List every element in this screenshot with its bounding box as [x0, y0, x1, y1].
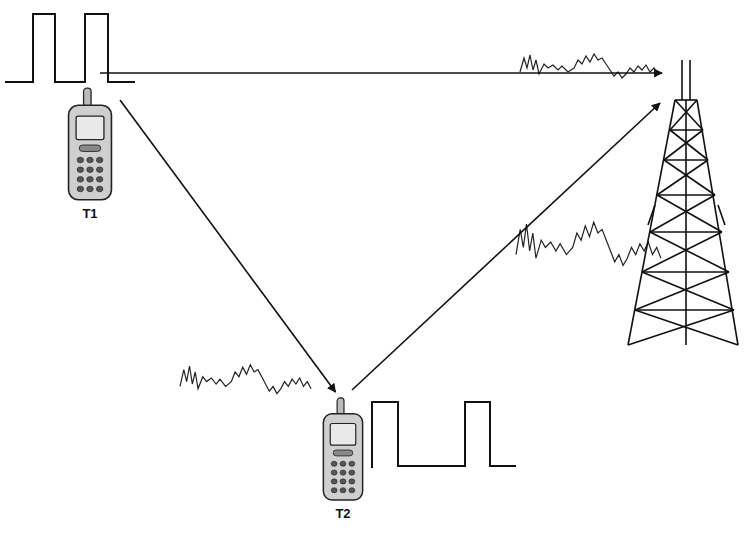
phone-node: T1	[62, 86, 118, 221]
phone-icon	[62, 86, 118, 204]
phone-icon	[318, 396, 368, 504]
relay-arrow	[352, 103, 660, 390]
terminal-label: T2	[333, 507, 352, 521]
uplink-arrow	[100, 72, 662, 74]
phone-node: T2	[318, 396, 368, 521]
terminal-label: T1	[80, 207, 99, 221]
square-wave	[5, 14, 135, 82]
signal-arrow	[120, 100, 336, 392]
noise-wave	[180, 365, 311, 394]
noise-wave	[520, 54, 658, 78]
noise-wave	[516, 222, 661, 265]
cell-tower	[628, 60, 738, 345]
square-wave	[372, 402, 516, 468]
